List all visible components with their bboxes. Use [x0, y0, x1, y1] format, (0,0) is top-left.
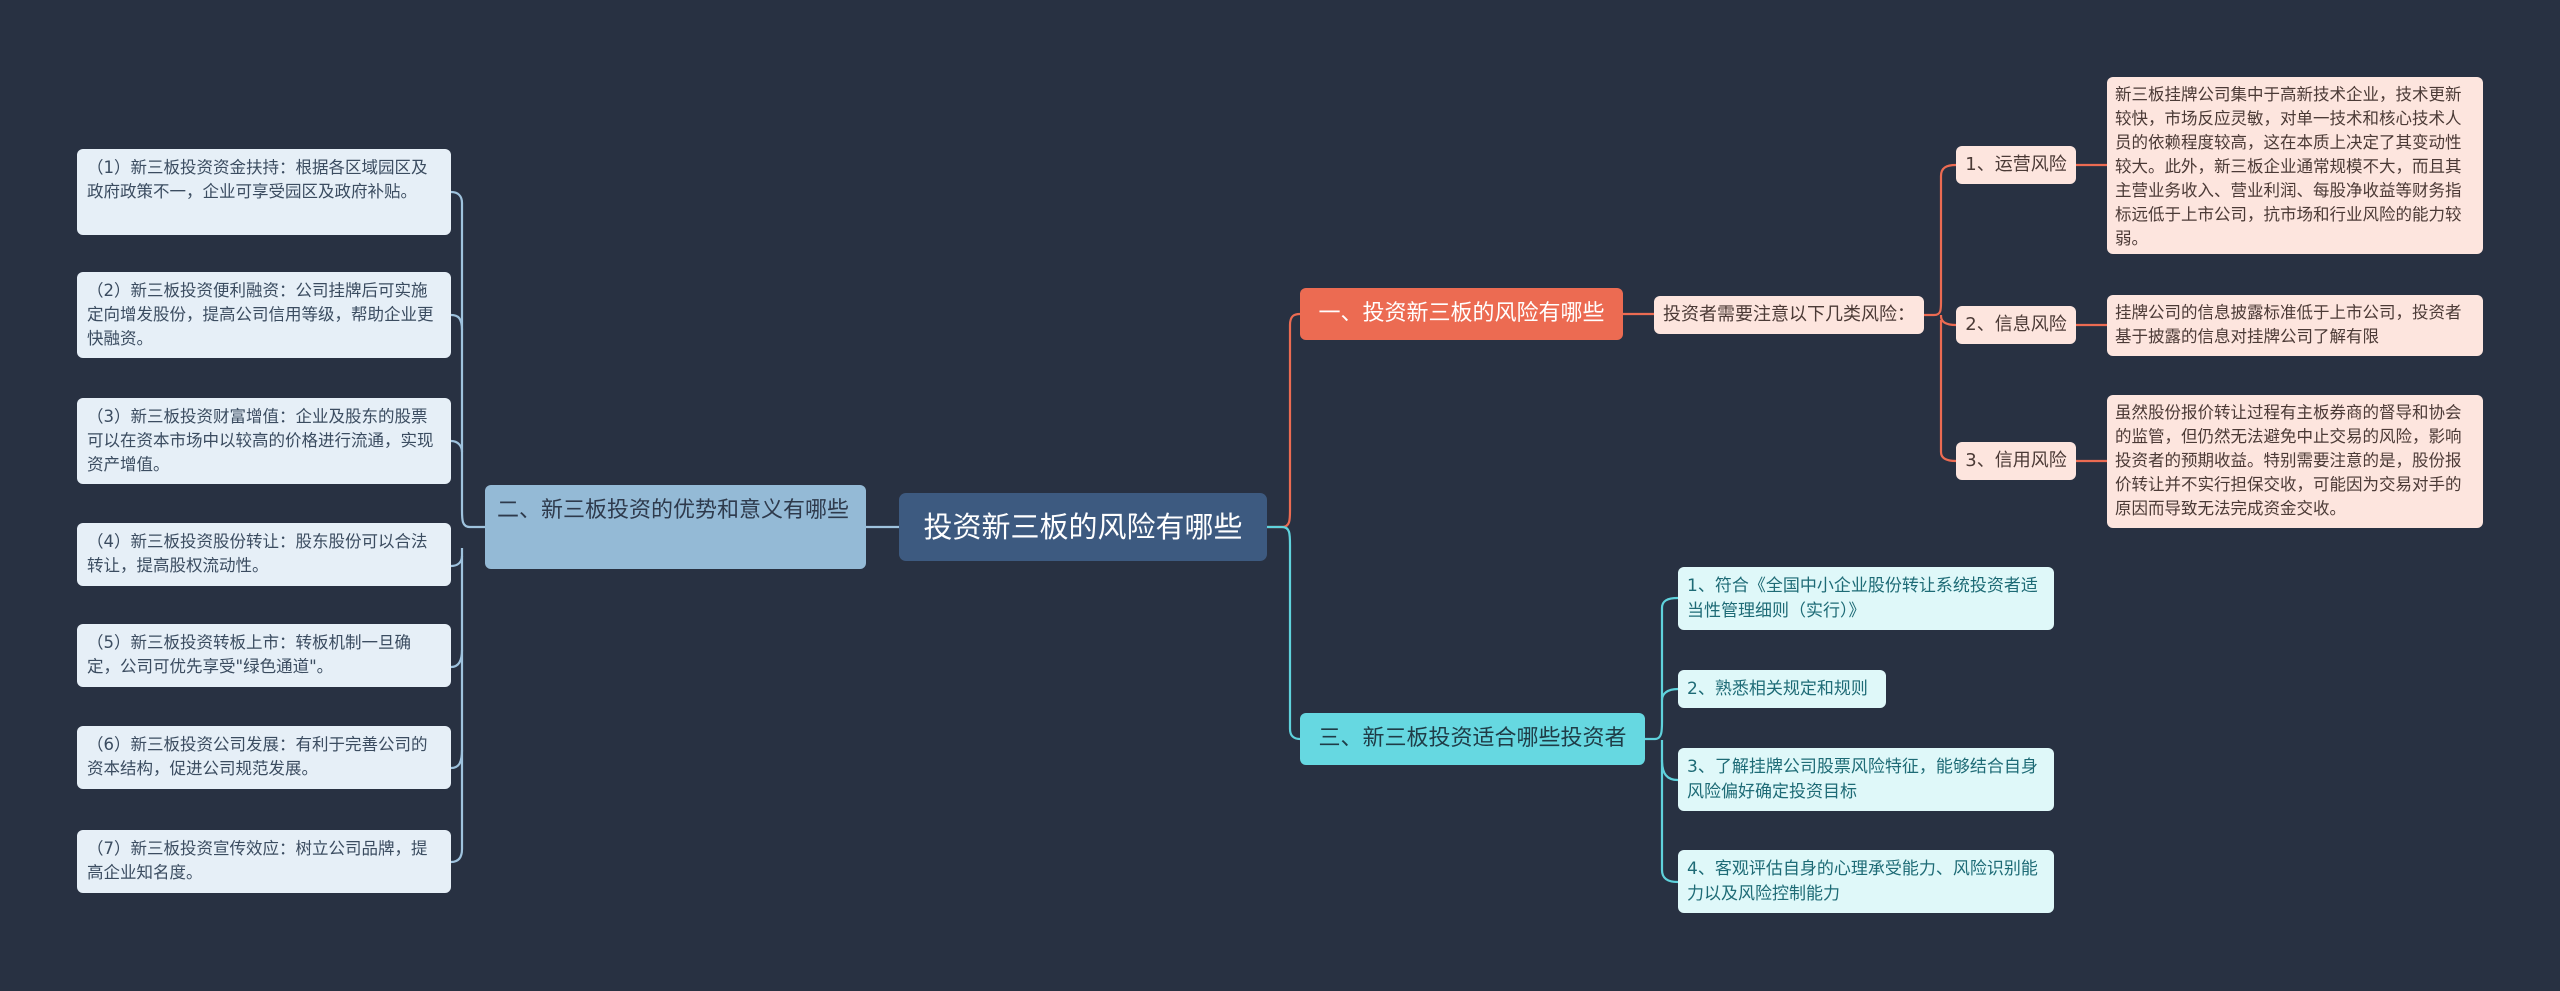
advantage-item-3[interactable]: （3）新三板投资财富增值：企业及股东的股票可以在资本市场中以较高的价格进行流通，…	[77, 398, 451, 484]
root-topic[interactable]: 投资新三板的风险有哪些	[899, 493, 1267, 561]
advantage-item-2[interactable]: （2）新三板投资便利融资：公司挂牌后可实施定向增发股份，提高公司信用等级，帮助企…	[77, 272, 451, 358]
investor-item-2[interactable]: 2、熟悉相关规定和规则	[1678, 670, 1886, 708]
branch-investors[interactable]: 三、新三板投资适合哪些投资者	[1300, 713, 1645, 765]
edges-risk-details	[2076, 163, 2107, 463]
branch-advantages[interactable]: 二、新三板投资的优势和意义有哪些	[485, 485, 866, 569]
risk-operational-detail[interactable]: 新三板挂牌公司集中于高新技术企业，技术更新较快，市场反应灵敏，对单一技术和核心技…	[2107, 77, 2483, 254]
advantage-item-7[interactable]: （7）新三板投资宣传效应：树立公司品牌，提高企业知名度。	[77, 830, 451, 893]
edges-risk-kinds	[1924, 163, 1957, 463]
risk-intro[interactable]: 投资者需要注意以下几类风险：	[1654, 296, 1924, 334]
investor-item-1[interactable]: 1、符合《全国中小企业股份转让系统投资者适当性管理细则（实行）》	[1678, 567, 2054, 630]
risk-credit-detail[interactable]: 虽然股份报价转让过程有主板券商的督导和协会的监管，但仍然无法避免中止交易的风险，…	[2107, 395, 2483, 528]
risk-information[interactable]: 2、信息风险	[1956, 306, 2076, 344]
risk-operational[interactable]: 1、运营风险	[1956, 146, 2076, 184]
advantage-item-6[interactable]: （6）新三板投资公司发展：有利于完善公司的资本结构，促进公司规范发展。	[77, 726, 451, 789]
risk-information-detail[interactable]: 挂牌公司的信息披露标准低于上市公司，投资者基于披露的信息对挂牌公司了解有限	[2107, 295, 2483, 356]
edge-root-risk	[1267, 312, 1301, 529]
investor-item-4[interactable]: 4、客观评估自身的心理承受能力、风险识别能力以及风险控制能力	[1678, 850, 2054, 913]
edges-investor-items	[1645, 596, 1679, 884]
advantage-item-4[interactable]: （4）新三板投资股份转让：股东股份可以合法转让，提高股权流动性。	[77, 523, 451, 586]
edges-left-leaves	[450, 190, 485, 864]
risk-credit[interactable]: 3、信用风险	[1956, 442, 2076, 480]
branch-risks[interactable]: 一、投资新三板的风险有哪些	[1300, 288, 1623, 340]
edge-root-investor	[1267, 525, 1301, 741]
advantage-item-5[interactable]: （5）新三板投资转板上市：转板机制一旦确定，公司可优先享受"绿色通道"。	[77, 624, 451, 687]
investor-item-3[interactable]: 3、了解挂牌公司股票风险特征，能够结合自身风险偏好确定投资目标	[1678, 748, 2054, 811]
advantage-item-1[interactable]: （1）新三板投资资金扶持：根据各区域园区及政府政策不一，企业可享受园区及政府补贴…	[77, 149, 451, 235]
